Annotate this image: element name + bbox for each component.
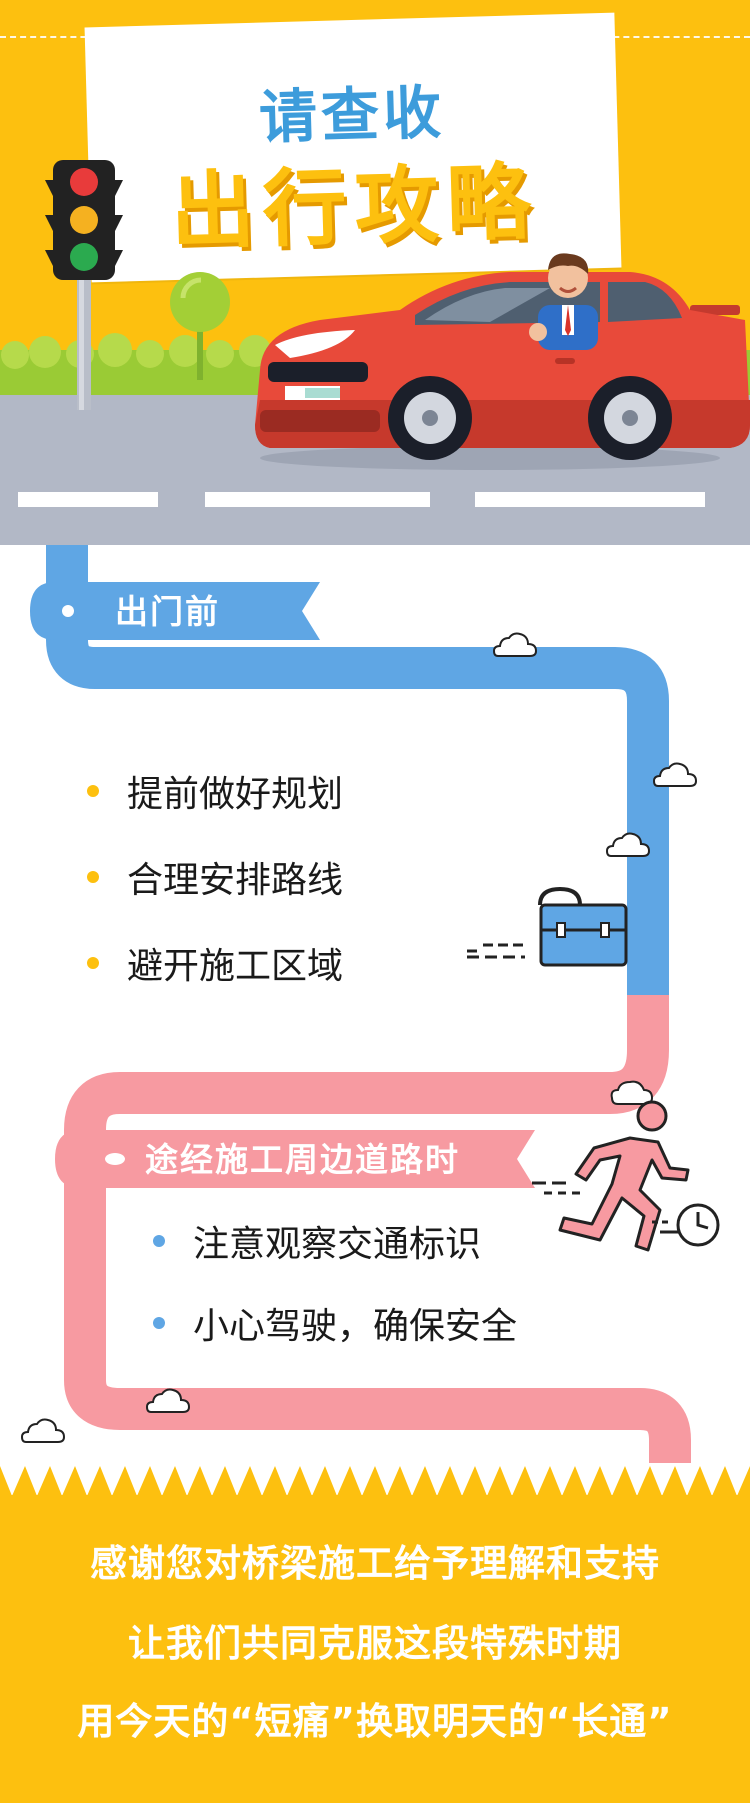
bullet-dot	[153, 1317, 165, 1329]
cloud-icon	[492, 632, 538, 657]
section-ribbon-1	[30, 582, 320, 640]
title-card: 请查收 出行攻略	[84, 12, 622, 283]
tree-icon	[170, 272, 230, 380]
bullet-dot	[87, 957, 99, 969]
lane-marking	[18, 492, 158, 507]
cloud-icon	[145, 1388, 191, 1413]
list-item-text: 提前做好规划	[127, 774, 344, 815]
list-item-text: 避开施工区域	[127, 946, 344, 987]
traffic-light-icon	[45, 160, 123, 410]
list-item: 小心驾驶，确保安全	[153, 1282, 517, 1364]
cloud-icon	[652, 762, 698, 787]
driver-icon	[529, 253, 598, 350]
list-item: 提前做好规划	[87, 748, 343, 834]
cloud-icon	[605, 832, 651, 857]
bullet-dot	[87, 871, 99, 883]
section-ribbon-2	[55, 1130, 535, 1188]
bullet-dot	[87, 785, 99, 797]
cloud-icon	[543, 1075, 654, 1108]
cloud-icon	[20, 1418, 66, 1443]
section-2-list: 注意观察交通标识 小心驾驶，确保安全	[153, 1200, 517, 1364]
briefcase-icon	[467, 886, 628, 967]
footer-line-2: 让我们共同克服这段特殊时期	[128, 1622, 622, 1665]
lane-marking	[205, 492, 430, 507]
list-item: 避开施工区域	[87, 920, 343, 1006]
list-item-text: 小心驾驶，确保安全	[193, 1306, 518, 1347]
car-icon	[255, 253, 750, 470]
list-item-text: 合理安排路线	[127, 860, 344, 901]
lane-marking	[475, 492, 705, 507]
footer-banner: 感谢您对桥梁施工给予理解和支持 让我们共同克服这段特殊时期 用今天的“短痛”换取…	[0, 1495, 750, 1803]
header-banner: 请查收 出行攻略	[0, 0, 750, 545]
clock-icon	[652, 1203, 720, 1247]
footer-line-3: 用今天的“短痛”换取明天的“长通”	[77, 1700, 673, 1743]
section-1-list: 提前做好规划 合理安排路线 避开施工区域	[87, 748, 343, 1006]
list-item-text: 注意观察交通标识	[193, 1224, 482, 1265]
section-label-1: 出门前	[115, 592, 220, 631]
bullet-dot	[153, 1235, 165, 1247]
footer-line-1: 感谢您对桥梁施工给予理解和支持	[90, 1542, 660, 1585]
list-item: 合理安排路线	[87, 834, 343, 920]
title-line-2: 出行攻略	[169, 152, 540, 262]
footer-zigzag	[0, 1466, 750, 1496]
list-item: 注意观察交通标识	[153, 1200, 517, 1282]
section-label-2: 途经施工周边道路时	[145, 1140, 460, 1179]
